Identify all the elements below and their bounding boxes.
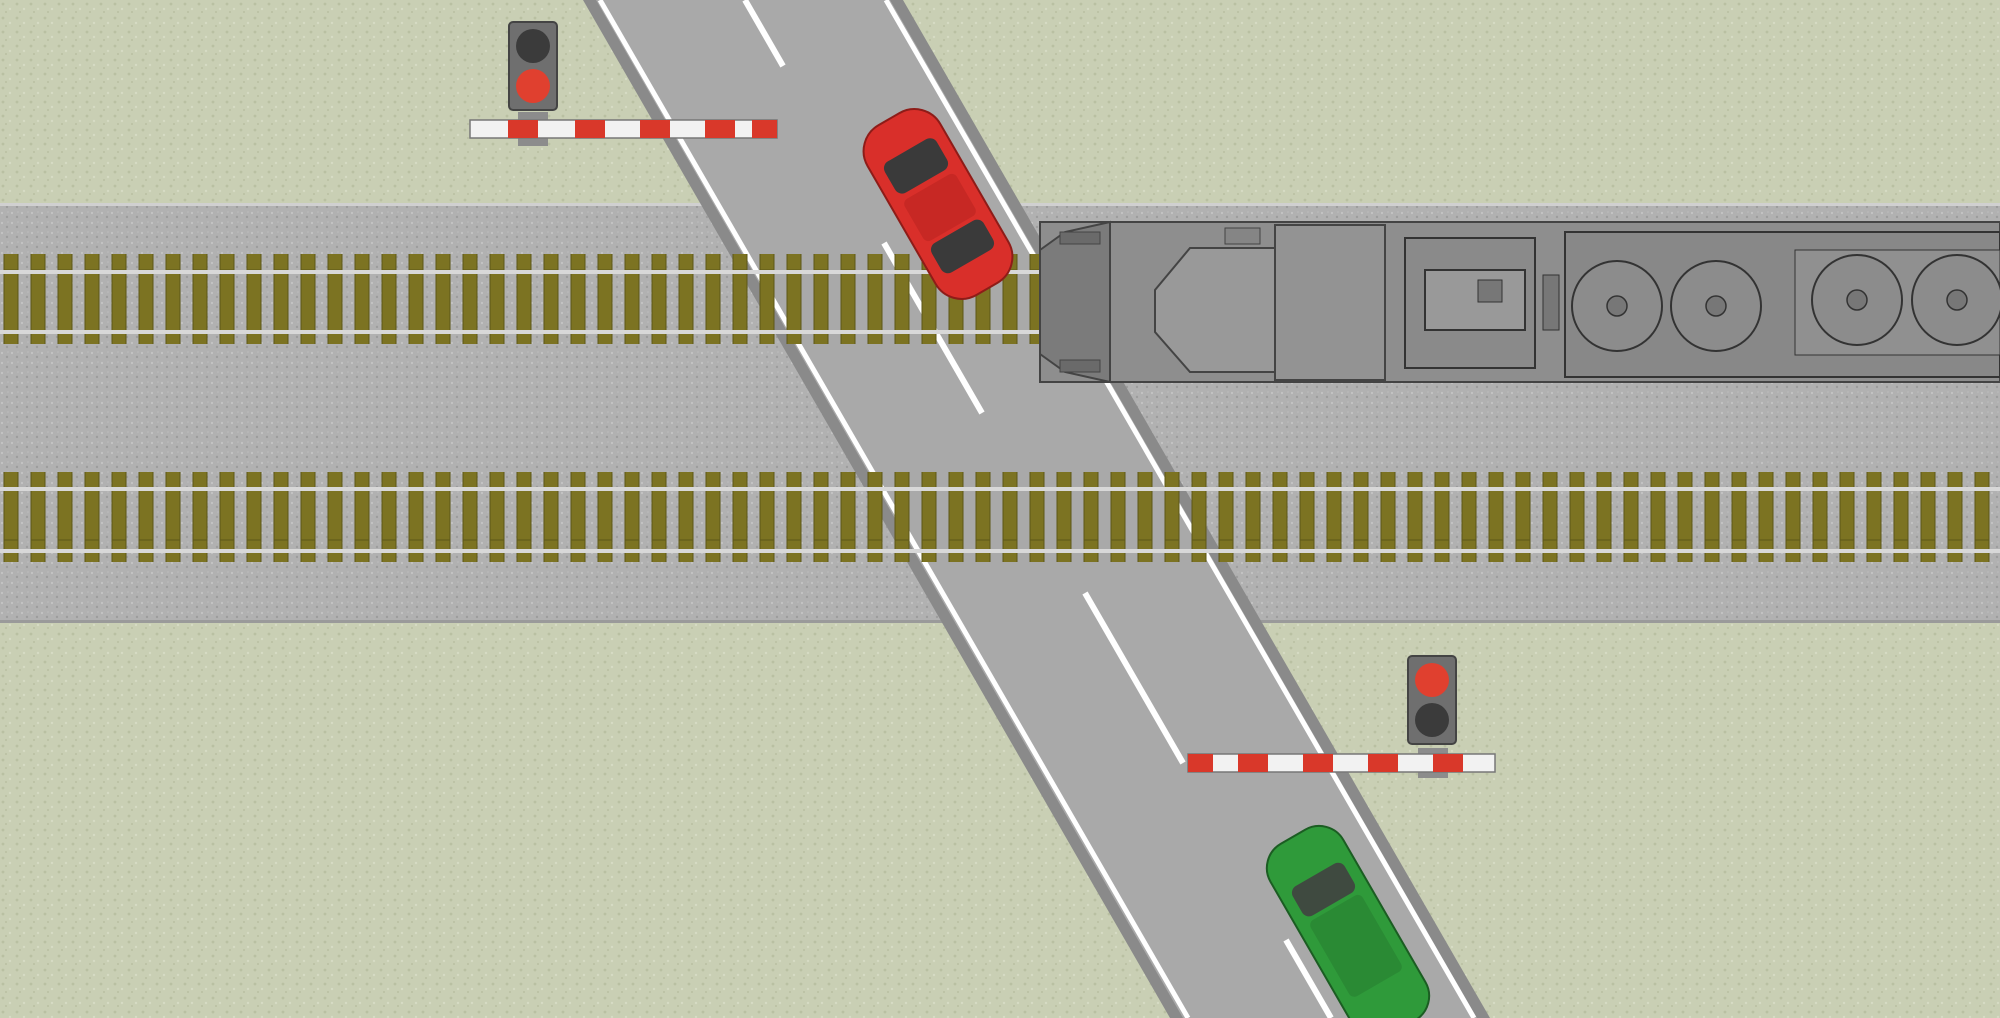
crossing-barrier-lowered [469,112,778,146]
diesel-locomotive [1039,220,2000,384]
traffic-signal-red [508,21,558,111]
traffic-signal-red [1407,655,1457,745]
railway-track [0,254,1040,344]
railway-track [0,472,2000,562]
crossing-barrier-lowered [1187,748,1496,778]
red-car [862,108,1014,300]
green-car [1265,824,1431,1018]
